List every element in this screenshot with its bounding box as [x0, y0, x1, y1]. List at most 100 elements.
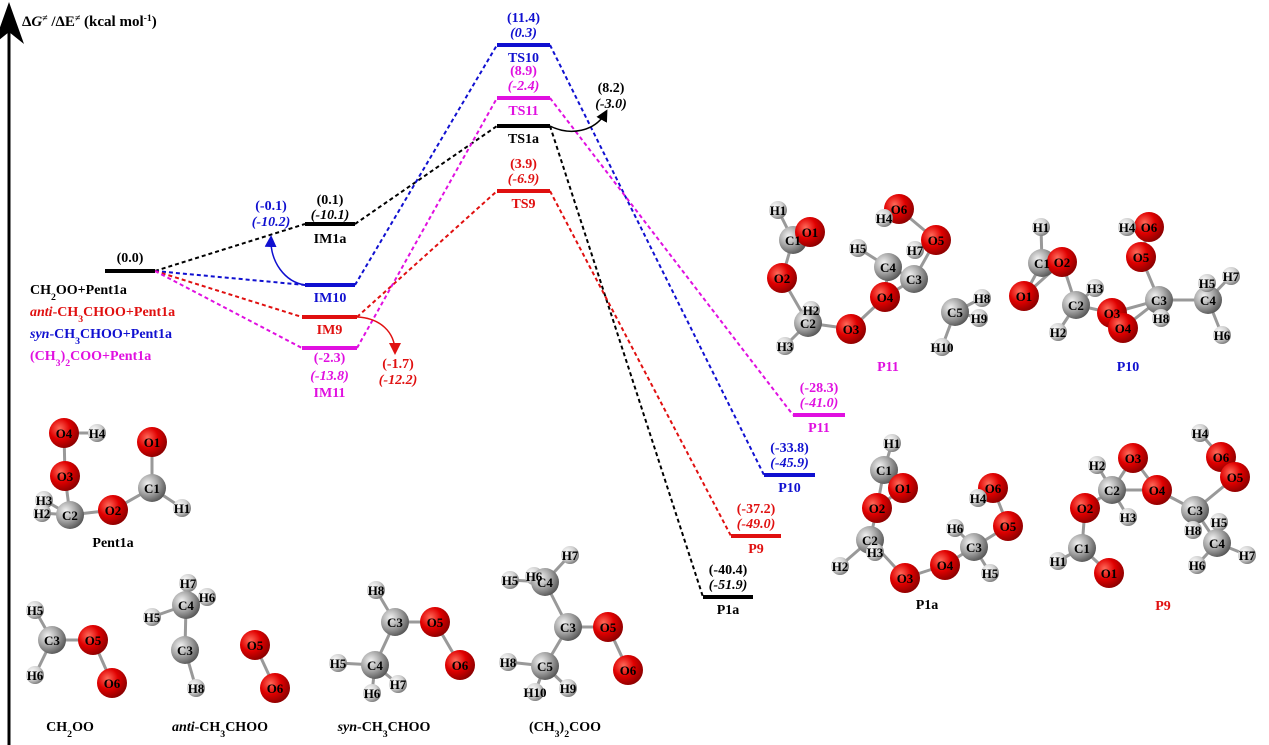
atom-C [1098, 476, 1126, 504]
atom-O [1009, 281, 1039, 311]
atom-H [526, 683, 544, 701]
atom-C [172, 591, 200, 619]
atom-H [1088, 456, 1106, 474]
atom-H [501, 571, 519, 589]
level-label-P11: P11 [808, 421, 830, 436]
atom-O [240, 630, 270, 660]
atom-balls [33, 418, 191, 529]
atom-O [870, 282, 900, 312]
legend-item-part: anti [30, 305, 53, 320]
atom-label: H6 [364, 686, 381, 701]
atom-H [1213, 326, 1231, 344]
atom-balls [767, 194, 991, 356]
atom-label: O5 [1227, 470, 1244, 485]
atom-O [930, 550, 960, 580]
axis-title-part: G [31, 14, 42, 30]
atom-O [420, 607, 450, 637]
atom-H [1049, 552, 1067, 570]
molecule-name-P11: P11 [877, 360, 899, 375]
molecule-name-CH2OO-part: 2 [67, 729, 72, 740]
atom-O [836, 314, 866, 344]
atom-label: O2 [1077, 501, 1094, 516]
legend-item-part: (CH [30, 349, 56, 364]
atom-label: H3 [867, 545, 884, 560]
level-label-P1a: P1a [717, 603, 740, 618]
level-dG-IM1a: (0.1) [317, 193, 344, 208]
atom-balls [329, 581, 475, 702]
atom-label: O5 [600, 620, 617, 635]
atom-H [946, 519, 964, 537]
axis-title-part: ≠ [75, 13, 80, 24]
atom-H [198, 588, 216, 606]
level-dE-TS11: (-2.4) [508, 79, 540, 94]
atom-label: C3 [906, 272, 922, 287]
atom-balls [831, 434, 1023, 593]
atom-C [531, 652, 559, 680]
callout-dG-TS1a: (8.2) [598, 81, 625, 96]
connector-TS9-P9 [549, 190, 732, 537]
atom-H [1184, 521, 1202, 539]
callout-dE-IM10: (-10.2) [252, 215, 291, 230]
atom-label: H9 [971, 311, 988, 326]
callout-arrow-IM9 [356, 316, 401, 355]
atom-H [906, 241, 924, 259]
level-dG-R: (0.0) [117, 251, 144, 266]
atom-C [1062, 291, 1090, 319]
callout-dG-IM9: (-1.7) [382, 357, 414, 372]
atom-label: O2 [869, 501, 886, 516]
molecule-name-anti: anti-CH3CHOO [172, 720, 268, 740]
atom-H [776, 337, 794, 355]
atom-label: H2 [34, 506, 51, 521]
atom-balls [1009, 212, 1240, 344]
atom-C [1145, 286, 1173, 314]
atom-H [559, 679, 577, 697]
atom-label: H6 [526, 569, 543, 584]
molecule-name-P10: P10 [1117, 360, 1140, 375]
atom-label: H2 [1050, 325, 1067, 340]
atom-label: O5 [1133, 250, 1150, 265]
atom-label: C2 [62, 508, 78, 523]
legend-item-part: CH [30, 283, 51, 298]
atom-balls [143, 574, 290, 703]
level-dE-TS10: (0.3) [510, 26, 537, 41]
connector-TS11-P11 [549, 97, 794, 416]
atom-O [613, 655, 643, 685]
connector-R-IM11 [154, 270, 303, 349]
legend-item: (CH3)2COO+Pent1a [30, 349, 151, 369]
atom-H [88, 424, 106, 442]
connector-R-IM1a [154, 223, 306, 272]
atom-O [97, 668, 127, 698]
atom-label: H9 [560, 681, 577, 696]
atom-O [767, 263, 797, 293]
atom-H [367, 581, 385, 599]
atom-H [1152, 309, 1170, 327]
molecule-name-Pent1a-part: Pent1a [92, 536, 133, 551]
legend-item-part: CHOO+Pent1a [83, 305, 175, 320]
atom-label: H5 [27, 603, 44, 618]
atom-label: C3 [560, 620, 576, 635]
connector-TS10-P10 [549, 44, 765, 476]
atom-balls [499, 546, 643, 701]
level-dE-IM1a: (-10.1) [311, 208, 350, 223]
molecule-name-syn-part: CHOO [388, 720, 431, 735]
diagram-text: ΔG≠ /ΔE≠ (kcal mol-1)CH2OO+Pent1aanti-CH… [22, 11, 839, 618]
molecule-name-CH2OO-part: CH [46, 720, 67, 735]
atom-H [970, 309, 988, 327]
atom-O [78, 625, 108, 655]
level-dE-P9: (-49.0) [737, 517, 776, 532]
callout-arrow-TS1a [549, 109, 608, 133]
atom-H [187, 679, 205, 697]
atom-label: O6 [1213, 450, 1230, 465]
atom-label: C1 [1034, 256, 1050, 271]
atom-label: C3 [177, 643, 193, 658]
atom-label: H2 [1089, 458, 1106, 473]
atom-O [888, 473, 918, 503]
atom-H [973, 289, 991, 307]
